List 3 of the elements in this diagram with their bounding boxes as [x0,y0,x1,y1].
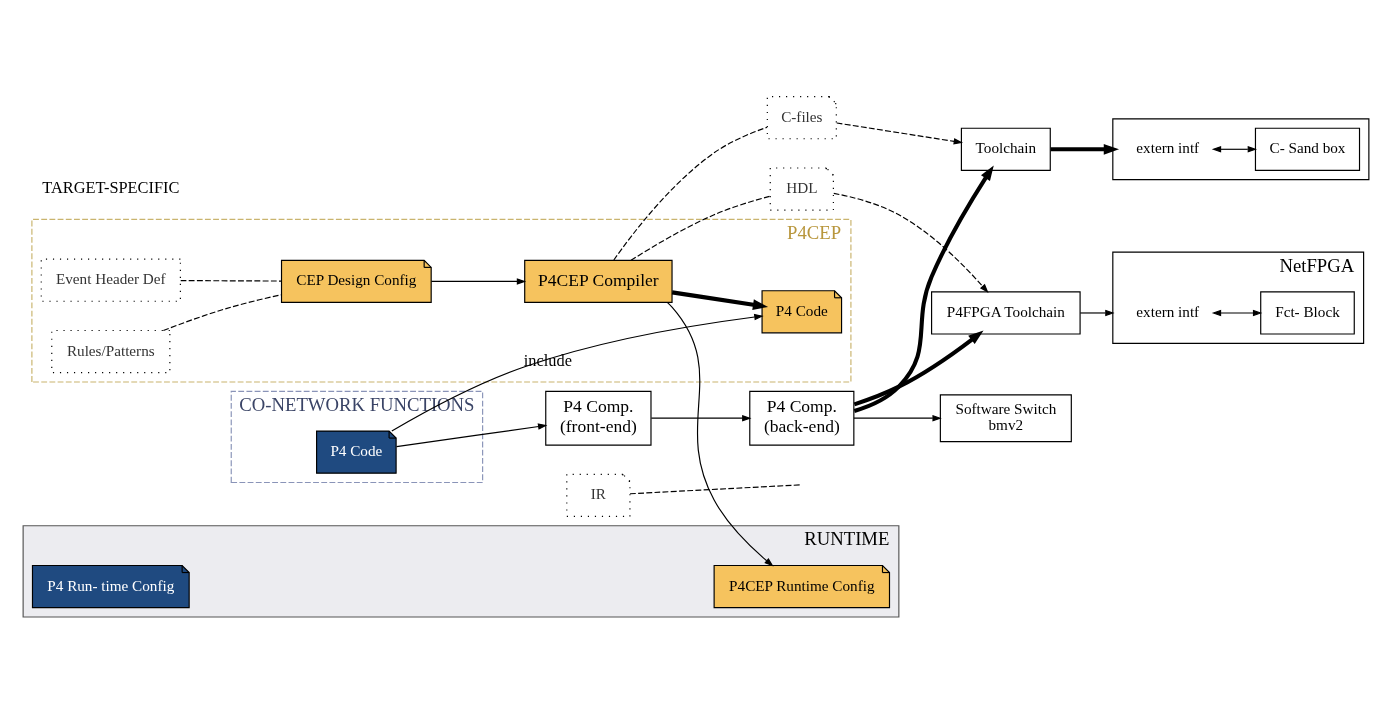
node-text: extern intf [1136,302,1200,320]
node-text: extern intf [1136,138,1200,156]
label: TARGET-SPECIFIC [42,177,180,197]
